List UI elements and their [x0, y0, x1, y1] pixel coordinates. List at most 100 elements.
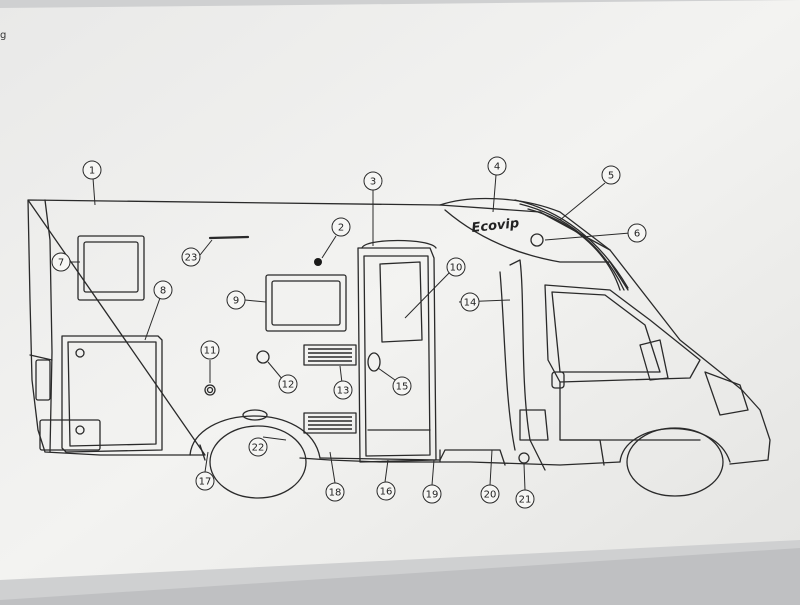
door-awning: [361, 239, 437, 249]
luton-stripe-1: [514, 199, 629, 289]
callout-6: 6: [627, 223, 647, 243]
step-light: [519, 409, 549, 441]
svg-text:18: 18: [329, 488, 342, 499]
power-socket-inner: [206, 386, 214, 394]
door-handle: [551, 371, 565, 389]
upper-vent-grille: [303, 344, 357, 366]
callout-16: 16: [376, 481, 396, 501]
callout-13: 13: [333, 380, 353, 400]
entrance-door: [363, 255, 431, 457]
cab-pillar-inner: [499, 271, 516, 451]
svg-text:5: 5: [608, 171, 614, 182]
callout-15: 15: [392, 376, 412, 396]
skirt-end: [199, 444, 206, 461]
callout-8: 8: [153, 280, 173, 300]
body-outline: [27, 199, 771, 466]
callout-20: 20: [480, 484, 500, 504]
callout-9: 9: [226, 290, 246, 310]
callout-3: 3: [363, 171, 383, 191]
svg-text:17: 17: [199, 477, 212, 488]
svg-text:1: 1: [89, 166, 95, 177]
garage-lock-top: [75, 348, 85, 358]
callout-12: 12: [278, 374, 298, 394]
svg-text:4: 4: [494, 162, 500, 173]
brand-logo-text: Ecovip: [471, 216, 520, 236]
callout-17: 17: [195, 471, 215, 491]
luton-stripe-3: [527, 208, 621, 291]
svg-text:19: 19: [426, 490, 439, 501]
callout-18: 18: [325, 482, 345, 502]
svg-text:12: 12: [282, 380, 295, 391]
svg-text:23: 23: [185, 253, 198, 264]
svg-text:21: 21: [519, 495, 532, 506]
entrance-door-frame: [357, 247, 437, 463]
rear-wheel: [209, 425, 307, 499]
garage-lock-bottom: [75, 425, 85, 435]
cab-pillar: [509, 259, 546, 471]
callout-4: 4: [487, 156, 507, 176]
callouts: 1 2 3 4 5 6 7 8 9 10 11 12 13 14 15 16 1…: [51, 156, 647, 509]
rear-wheel-arch: [189, 415, 321, 459]
headlight: [704, 371, 749, 416]
garage-door-inner: [67, 341, 157, 447]
callout-23: 23: [181, 247, 201, 267]
luton-top: [439, 197, 611, 251]
side-skirt: [319, 449, 506, 466]
svg-text:16: 16: [380, 487, 393, 498]
arch-light: [242, 409, 268, 421]
svg-text:7: 7: [58, 258, 64, 269]
awning-light: [208, 235, 250, 240]
shower-socket: [256, 350, 270, 364]
callout-11: 11: [200, 340, 220, 360]
fuel-cap-dot: [314, 258, 322, 266]
rear-window-frame: [77, 235, 145, 301]
callout-19: 19: [422, 484, 442, 504]
svg-text:2: 2: [338, 223, 344, 234]
garage-door: [61, 335, 163, 453]
rear-light-line: [29, 354, 53, 361]
callout-5: 5: [601, 165, 621, 185]
door-window: [379, 261, 423, 343]
svg-text:11: 11: [204, 346, 217, 357]
svg-text:6: 6: [634, 229, 640, 240]
callout-2: 2: [331, 217, 351, 237]
callout-10: 10: [446, 257, 466, 277]
leader-lines: [70, 174, 631, 491]
svg-text:15: 15: [396, 382, 409, 393]
power-socket: [204, 384, 216, 396]
callout-1: 1: [82, 160, 102, 180]
callout-21: 21: [515, 489, 535, 509]
luton-light: [530, 233, 544, 247]
side-marker: [518, 452, 530, 464]
vent-slats: [308, 348, 352, 430]
svg-text:13: 13: [337, 386, 350, 397]
mirror: [639, 339, 669, 381]
door-handle-entrance: [367, 352, 381, 372]
svg-text:20: 20: [484, 490, 497, 501]
luton-bottom: [444, 209, 629, 291]
front-wheel: [626, 427, 724, 497]
luton-stripe-2: [519, 203, 625, 291]
side-window-frame: [265, 274, 347, 332]
svg-text:14: 14: [464, 298, 477, 309]
screen-surface: [0, 0, 800, 580]
callout-14: 14: [460, 292, 480, 312]
callout-7: 7: [51, 252, 71, 272]
lower-vent-grille: [303, 412, 357, 434]
svg-text:3: 3: [370, 177, 376, 188]
svg-text:8: 8: [160, 286, 166, 297]
side-window: [271, 280, 341, 326]
cab-window: [551, 291, 661, 373]
cab-window-frame: [544, 284, 701, 383]
rear-light: [35, 359, 51, 401]
edge-glyph: g: [0, 30, 6, 41]
rear-panel-line: [44, 199, 53, 453]
svg-text:22: 22: [252, 443, 265, 454]
svg-text:10: 10: [450, 263, 463, 274]
rear-window: [83, 241, 139, 293]
svg-text:9: 9: [233, 296, 239, 307]
callout-22: 22: [248, 437, 268, 457]
sill-line: [559, 439, 605, 466]
